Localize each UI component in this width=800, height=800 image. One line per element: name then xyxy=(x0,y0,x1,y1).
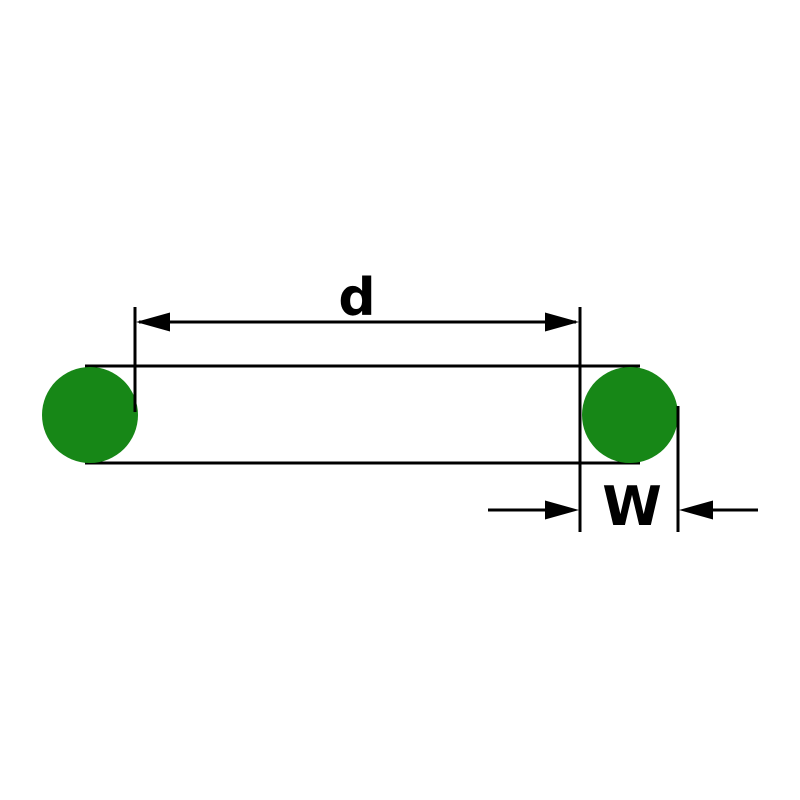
dimension-w-arrowhead-right xyxy=(679,500,713,520)
dimension-d-arrowhead-left xyxy=(136,312,170,332)
dimension-d-label: d xyxy=(338,268,375,328)
dimension-d-arrowhead-right xyxy=(545,312,579,332)
dimension-w-label: W xyxy=(602,475,662,538)
dimension-w-arrowhead-left xyxy=(545,500,579,520)
oring-right-cross-section xyxy=(582,367,678,463)
oring-left-cross-section xyxy=(42,367,138,463)
